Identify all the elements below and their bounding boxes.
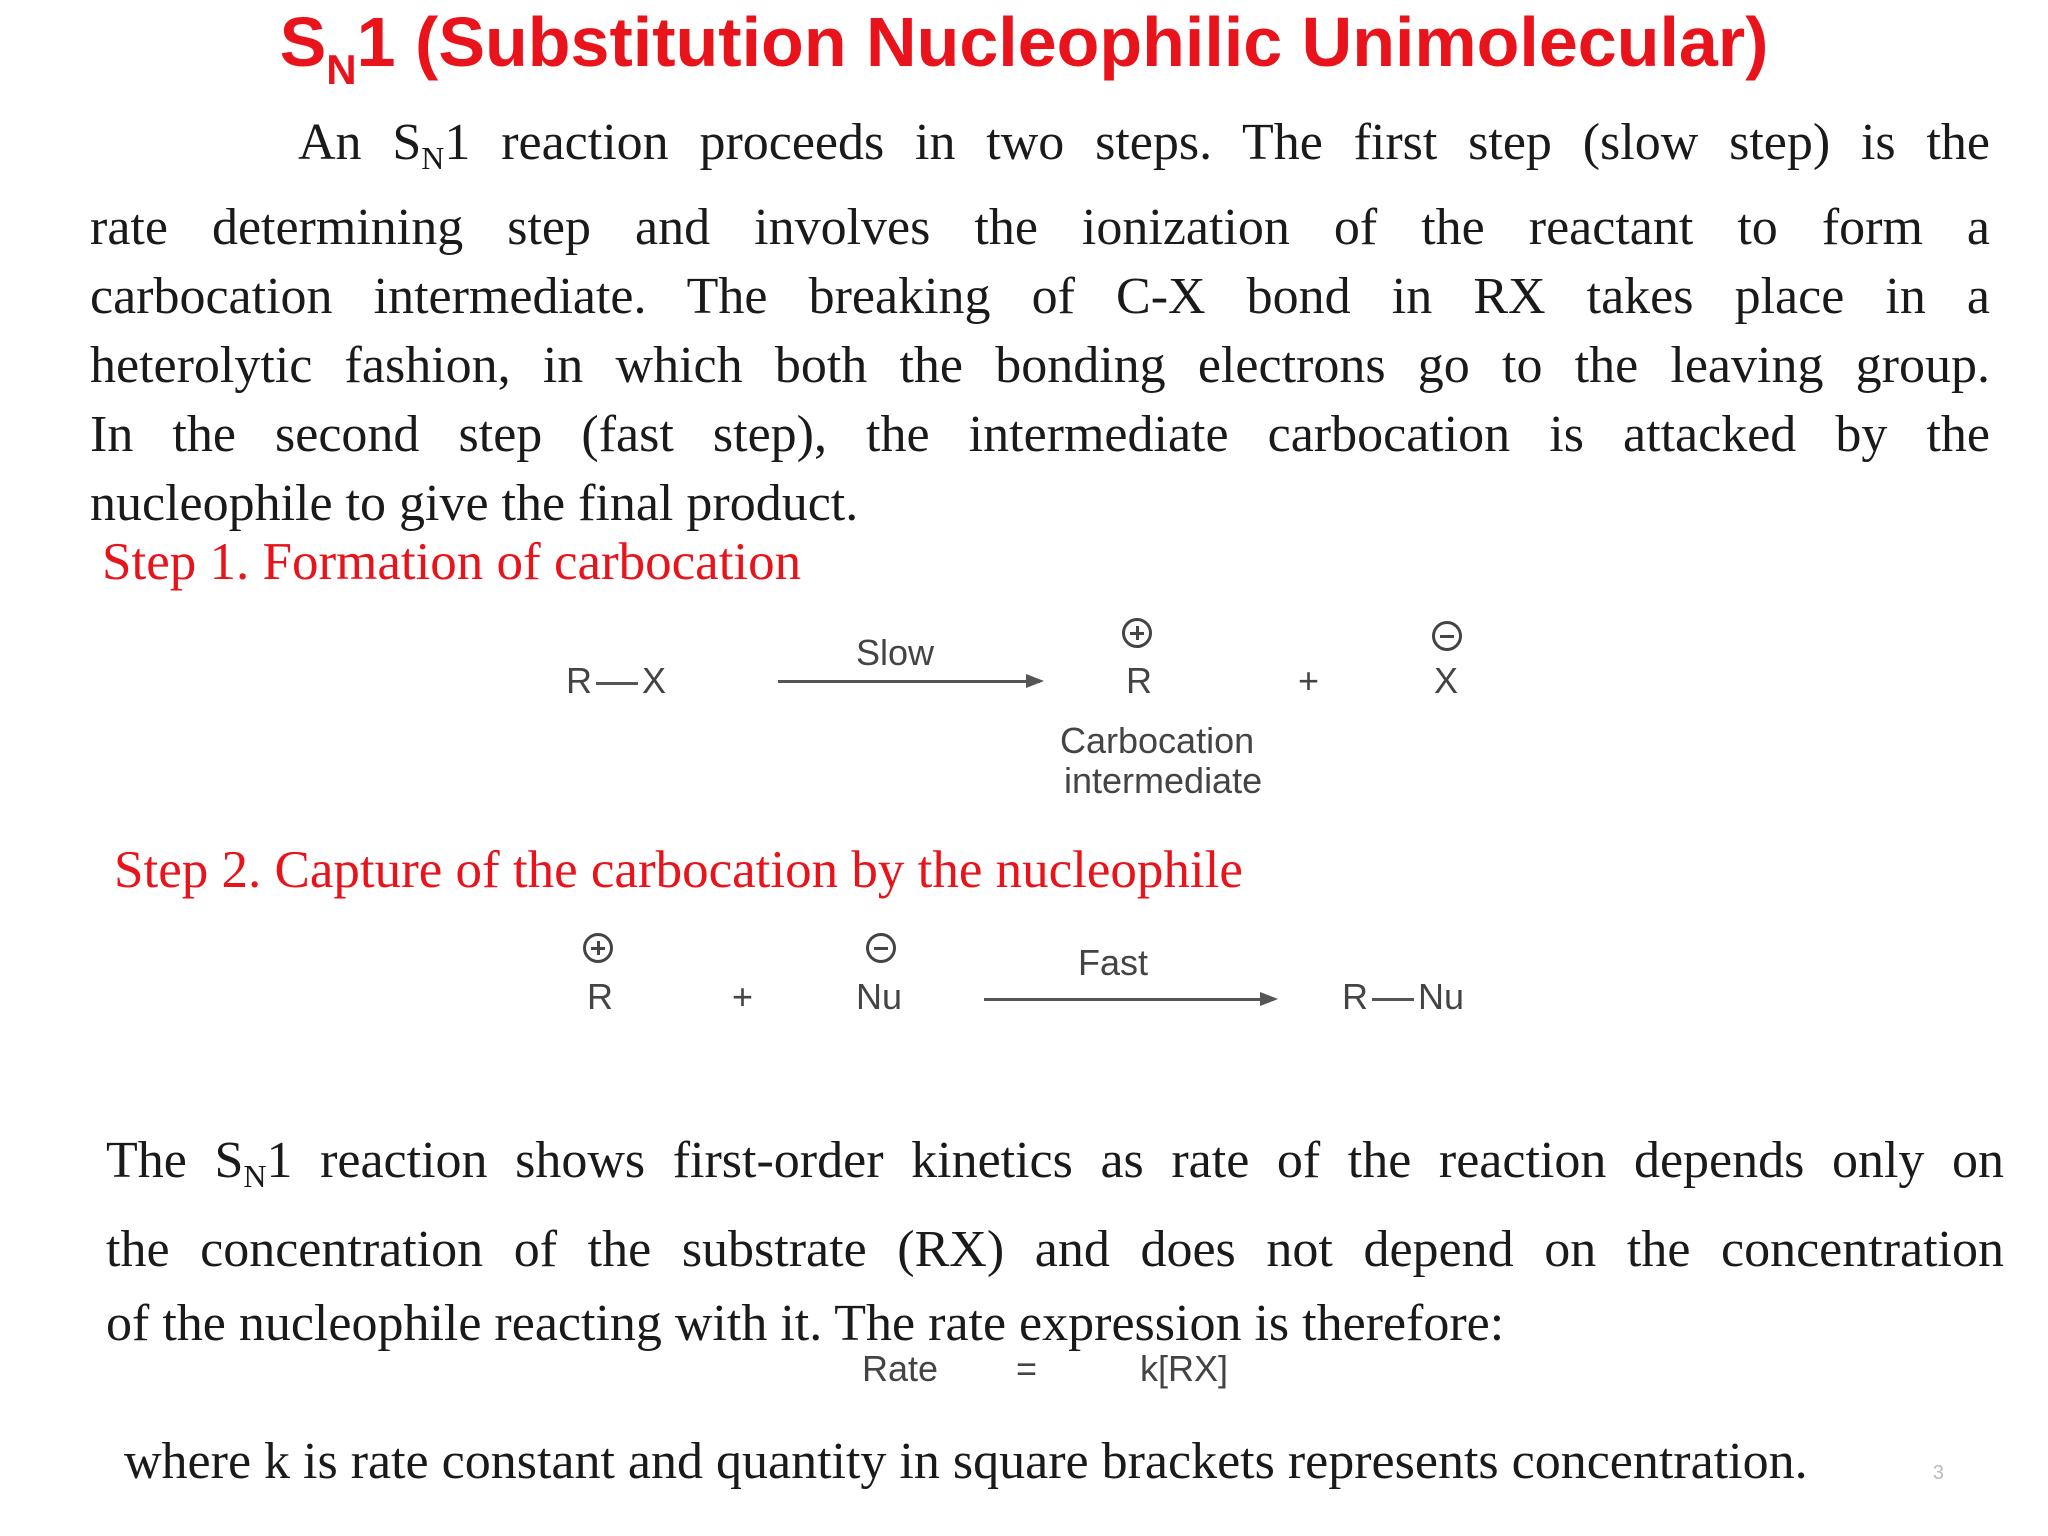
page-title: SN1 (Substitution Nucleophilic Unimolecu… — [279, 3, 1769, 93]
intro-line-6: nucleophile to give the final product. — [90, 475, 859, 532]
step2-nucleophile: Nu — [856, 976, 903, 1017]
intro-paragraph: An SN1 reaction proceeds in two steps. T… — [90, 108, 1990, 538]
step1-product-x: X — [1434, 660, 1459, 701]
step2-reactant-r: R — [587, 976, 613, 1017]
page-number: 3 — [1932, 1462, 1944, 1484]
plus-charge-icon — [583, 933, 613, 963]
minus-charge-icon — [1432, 621, 1462, 651]
step2-plus: + — [732, 976, 754, 1017]
intro-line-3: carbocation intermediate. The breaking o… — [90, 268, 1990, 325]
minus-charge-icon — [866, 933, 896, 963]
step2-arrow — [984, 992, 1278, 1006]
intro-line-5: In the second step (fast step), the inte… — [90, 406, 1990, 463]
step1-arrow-label: Slow — [856, 632, 935, 673]
carbocation-caption-2: intermediate — [1064, 760, 1263, 801]
kinetics-line-2: the concentration of the substrate (RX) … — [106, 1221, 2004, 1278]
step1-heading: Step 1. Formation of carbocation — [102, 533, 802, 591]
rate-equals: = — [1016, 1348, 1038, 1389]
footer-sentence: where k is rate constant and quantity in… — [124, 1433, 1808, 1490]
step2-heading: Step 2. Capture of the carbocation by th… — [114, 841, 1243, 899]
kinetics-paragraph: The SN1 reaction shows first-order kinet… — [106, 1124, 2004, 1361]
carbocation-caption-1: Carbocation — [1060, 720, 1255, 761]
step1-arrow — [778, 674, 1044, 688]
step2-arrow-label: Fast — [1078, 942, 1149, 983]
plus-charge-icon — [1122, 618, 1152, 648]
intro-line-4: heterolytic fashion, in which both the b… — [90, 337, 1990, 394]
rate-rhs: k[RX] — [1140, 1348, 1229, 1389]
step1-product-r: R — [1126, 660, 1152, 701]
rate-lhs: Rate — [862, 1348, 939, 1389]
intro-line-1: An SN1 reaction proceeds in two steps. T… — [298, 114, 1990, 176]
kinetics-line-1: The SN1 reaction shows first-order kinet… — [106, 1132, 2004, 1194]
intro-line-2: rate determining step and involves the i… — [90, 199, 1990, 256]
kinetics-line-3: of the nucleophile reacting with it. The… — [106, 1295, 1505, 1352]
step1-plus: + — [1298, 660, 1320, 701]
